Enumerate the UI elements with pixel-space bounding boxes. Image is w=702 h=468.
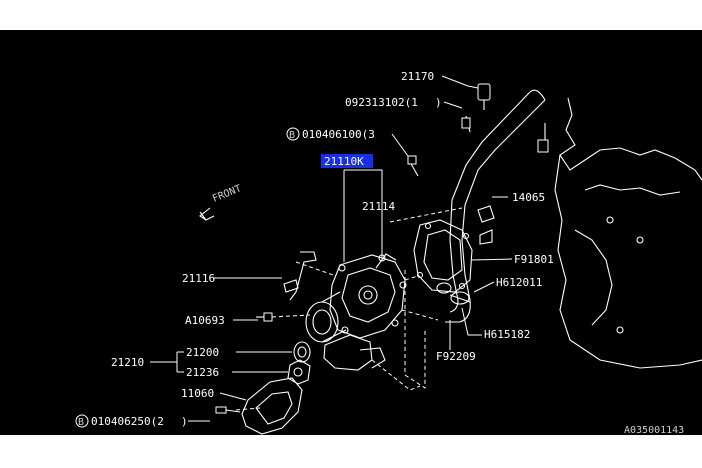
- label-21116[interactable]: 21116: [182, 272, 215, 285]
- front-arrow-icon: FRONT: [199, 183, 243, 221]
- bracket-21116: [283, 251, 317, 301]
- label-21110k[interactable]: 21110K: [324, 155, 364, 168]
- label-21170[interactable]: 21170: [401, 70, 434, 83]
- bolt-a10693: [256, 312, 311, 322]
- hose-clamps: [436, 282, 471, 305]
- label-h615182[interactable]: H615182: [484, 328, 530, 341]
- label-a10693[interactable]: A10693: [185, 314, 225, 327]
- label-14065[interactable]: 14065: [512, 191, 545, 204]
- label-11060[interactable]: 11060: [181, 387, 214, 400]
- circled-b-icon: [286, 127, 300, 141]
- circled-b-icon-2: [75, 414, 89, 428]
- label-h612011[interactable]: H612011: [496, 276, 542, 289]
- svg-text:): ): [181, 415, 188, 428]
- circled-b-letter: B: [289, 130, 295, 141]
- thermostat-parts: [215, 341, 311, 435]
- housing-outline: [554, 97, 702, 369]
- bottom-margin: [0, 435, 702, 468]
- assembly-lines: [235, 207, 463, 411]
- footer-code: A035001143: [624, 425, 684, 435]
- coolant-pipe: [445, 89, 549, 323]
- part-labels: 21170 092313102(1 ) B 010406100(3 21110K…: [75, 70, 684, 435]
- circled-b-letter-2: B: [78, 417, 84, 428]
- label-21114[interactable]: 21114: [362, 200, 395, 213]
- leader-lines: [150, 75, 513, 422]
- diagram-canvas: FRONT 21170 09231310: [75, 70, 702, 435]
- label-010406250[interactable]: 010406250(2: [91, 415, 164, 428]
- top-bolts: [407, 83, 491, 177]
- top-margin: [0, 0, 702, 30]
- svg-text:): ): [435, 96, 442, 109]
- label-010406100[interactable]: 010406100(3: [302, 128, 375, 141]
- parts-diagram: FRONT 21170 09231310: [0, 30, 702, 435]
- label-21236[interactable]: 21236: [186, 366, 219, 379]
- label-21210[interactable]: 21210: [111, 356, 144, 369]
- front-label: FRONT: [211, 183, 243, 204]
- label-092313102[interactable]: 092313102(1: [345, 96, 418, 109]
- label-21200[interactable]: 21200: [186, 346, 219, 359]
- pump-cover: [413, 219, 473, 293]
- water-pump: [305, 253, 407, 371]
- label-f91801[interactable]: F91801: [514, 253, 554, 266]
- label-f92209[interactable]: F92209: [436, 350, 476, 363]
- highlight-21110k: [321, 154, 373, 168]
